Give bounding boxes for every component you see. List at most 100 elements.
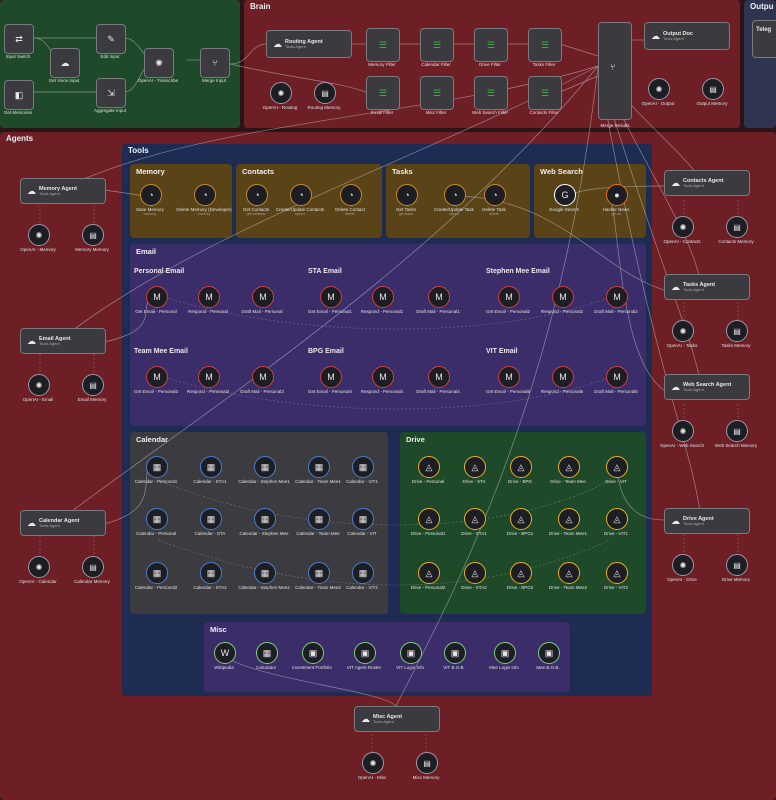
save-memory-node[interactable]: ◔ [140, 184, 162, 206]
calendar-personal-node[interactable]: ▦ [146, 508, 168, 530]
drive-filter-node[interactable]: ☰ [474, 28, 508, 62]
get-email-personal4-node[interactable]: M [320, 366, 342, 388]
memory-memory-node[interactable]: ▤ [82, 224, 104, 246]
mee-b-o-b-node[interactable]: ▣ [538, 642, 560, 664]
draft-mail-personal5-node[interactable]: M [606, 366, 628, 388]
web-search-memory-node[interactable]: ▤ [726, 420, 748, 442]
calendar-personal2-node[interactable]: ▦ [146, 562, 168, 584]
drive-team-mee1-node[interactable]: ◬ [558, 508, 580, 530]
openai-tasks-node[interactable]: ✺ [672, 320, 694, 342]
get-memories-node[interactable]: ◧ [4, 80, 34, 110]
drive-personal1-node[interactable]: ◬ [418, 508, 440, 530]
openai-drive-node[interactable]: ✺ [672, 554, 694, 576]
tasks-memory-node[interactable]: ▤ [726, 320, 748, 342]
telegram-node[interactable]: Teleg [752, 20, 776, 58]
openai-calendar-node[interactable]: ✺ [28, 556, 50, 578]
openai-email-node[interactable]: ✺ [28, 374, 50, 396]
get-email-personal3-node[interactable]: M [146, 366, 168, 388]
openai-output-node[interactable]: ✺ [648, 78, 670, 100]
drive-vit2-node[interactable]: ◬ [606, 562, 628, 584]
drive-memory-node[interactable]: ▤ [726, 554, 748, 576]
drive-sta-node[interactable]: ◬ [464, 456, 486, 478]
openai-contacts-node[interactable]: ✺ [672, 216, 694, 238]
drive-vit-node[interactable]: ◬ [606, 456, 628, 478]
edit-input-node[interactable]: ✎ [96, 24, 126, 54]
calendar-team-mee1-node[interactable]: ▦ [308, 456, 330, 478]
calculator-node[interactable]: ▦ [256, 642, 278, 664]
tasks-filter-node[interactable]: ☰ [528, 28, 562, 62]
routing-agent-node[interactable]: ☁ Routing Agent Tools Agent [266, 30, 352, 58]
calendar-sta2-node[interactable]: ▦ [200, 562, 222, 584]
output-doc-node[interactable]: ☁ Output Doc Tools Agent [644, 22, 730, 50]
merge-input-node[interactable]: ⑂ [200, 48, 230, 78]
drive-sta2-node[interactable]: ◬ [464, 562, 486, 584]
openai-misc-node[interactable]: ✺ [362, 752, 384, 774]
get-email-personal1-node[interactable]: M [320, 286, 342, 308]
respond-personal1-node[interactable]: M [372, 286, 394, 308]
calendar-vit-node[interactable]: ▦ [352, 508, 374, 530]
memory-filter-node[interactable]: ☰ [366, 28, 400, 62]
contacts-memory-node[interactable]: ▤ [726, 216, 748, 238]
calendar-stephen-mee-node[interactable]: ▦ [254, 508, 276, 530]
drive-vit1-node[interactable]: ◬ [606, 508, 628, 530]
investment-portfolio-node[interactable]: ▣ [302, 642, 324, 664]
vit-login-info-node[interactable]: ▣ [400, 642, 422, 664]
aggregate-input-node[interactable]: ⇲ [96, 78, 126, 108]
calendar-stephen-mee2-node[interactable]: ▦ [254, 562, 276, 584]
draft-mail-personal1-node[interactable]: M [428, 286, 450, 308]
openai-memory-node[interactable]: ✺ [28, 224, 50, 246]
create-update-contacts-node[interactable]: ◔ [290, 184, 312, 206]
mee-login-info-node[interactable]: ▣ [494, 642, 516, 664]
misc-memory-node[interactable]: ▤ [416, 752, 438, 774]
respond-personal2-node[interactable]: M [552, 286, 574, 308]
draft-mail-personal3-node[interactable]: M [252, 366, 274, 388]
respond-personal3-node[interactable]: M [198, 366, 220, 388]
calendar-filter-node[interactable]: ☰ [420, 28, 454, 62]
calendar-sta-node[interactable]: ▦ [200, 508, 222, 530]
calendar-vit1-node[interactable]: ▦ [352, 456, 374, 478]
merge-results-node[interactable]: ⑂ Merge Results [598, 22, 632, 128]
drive-sta1-node[interactable]: ◬ [464, 508, 486, 530]
calendar-team-mee2-node[interactable]: ▦ [308, 562, 330, 584]
calendar-personal1-node[interactable]: ▦ [146, 456, 168, 478]
create-update-task-node[interactable]: ◔ [444, 184, 466, 206]
delete-memory-developer-node[interactable]: ◔ [194, 184, 216, 206]
output-memory-node[interactable]: ▤ [702, 78, 724, 100]
respond-personal-node[interactable]: M [198, 286, 220, 308]
draft-mail-personal-node[interactable]: M [252, 286, 274, 308]
draft-mail-personal2-node[interactable]: M [606, 286, 628, 308]
openai-web-search-node[interactable]: ✺ [672, 420, 694, 442]
respond-personal4-node[interactable]: M [372, 366, 394, 388]
openai-routing-node[interactable]: ✺ [270, 82, 292, 104]
delete-task-node[interactable]: ◔ [484, 184, 506, 206]
drive-team-mee-node[interactable]: ◬ [558, 456, 580, 478]
drive-bpg1-node[interactable]: ◬ [510, 508, 532, 530]
calendar-sta1-node[interactable]: ▦ [200, 456, 222, 478]
openai-transcribe-node[interactable]: ✺ [144, 48, 174, 78]
google-search-node[interactable]: G [554, 184, 576, 206]
drive-bpg-node[interactable]: ◬ [510, 456, 532, 478]
email-memory-node[interactable]: ▤ [82, 374, 104, 396]
get-email-personal5-node[interactable]: M [498, 366, 520, 388]
wikipedia-node[interactable]: W [214, 642, 236, 664]
drive-personal2-node[interactable]: ◬ [418, 562, 440, 584]
calendar-memory-node[interactable]: ▤ [82, 556, 104, 578]
get-contacts-node[interactable]: ◔ [246, 184, 268, 206]
get-tasks-node[interactable]: ◔ [396, 184, 418, 206]
drive-team-mee2-node[interactable]: ◬ [558, 562, 580, 584]
get-email-personal-node[interactable]: M [146, 286, 168, 308]
calendar-stephen-mee1-node[interactable]: ▦ [254, 456, 276, 478]
drive-bpg2-node[interactable]: ◬ [510, 562, 532, 584]
web-search-filter-node[interactable]: ☰ [474, 76, 508, 110]
input-switch-node[interactable]: ⇄ [4, 24, 34, 54]
get-email-personal2-node[interactable]: M [498, 286, 520, 308]
delete-contact-node[interactable]: ◔ [340, 184, 362, 206]
